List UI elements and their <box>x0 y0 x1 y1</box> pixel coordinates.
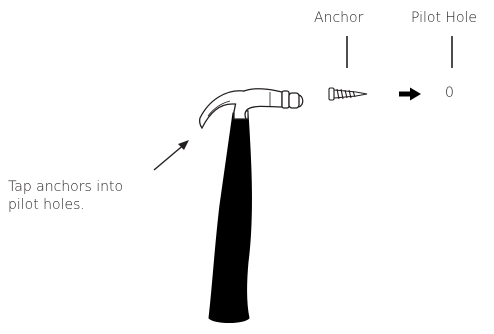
instruction-caption: Tap anchors into pilot holes. <box>8 178 158 214</box>
anchor-label: Anchor <box>314 10 363 26</box>
pilot-hole-symbol: 0 <box>445 85 454 101</box>
pointer-arrow <box>154 140 189 170</box>
pilot-hole-label: Pilot Hole <box>411 10 477 26</box>
wall-anchor-icon <box>329 88 367 100</box>
hammer-icon <box>200 89 303 323</box>
caption-line-1: Tap anchors into <box>8 178 158 196</box>
right-arrow-icon <box>399 88 421 101</box>
caption-line-2: pilot holes. <box>8 196 158 214</box>
